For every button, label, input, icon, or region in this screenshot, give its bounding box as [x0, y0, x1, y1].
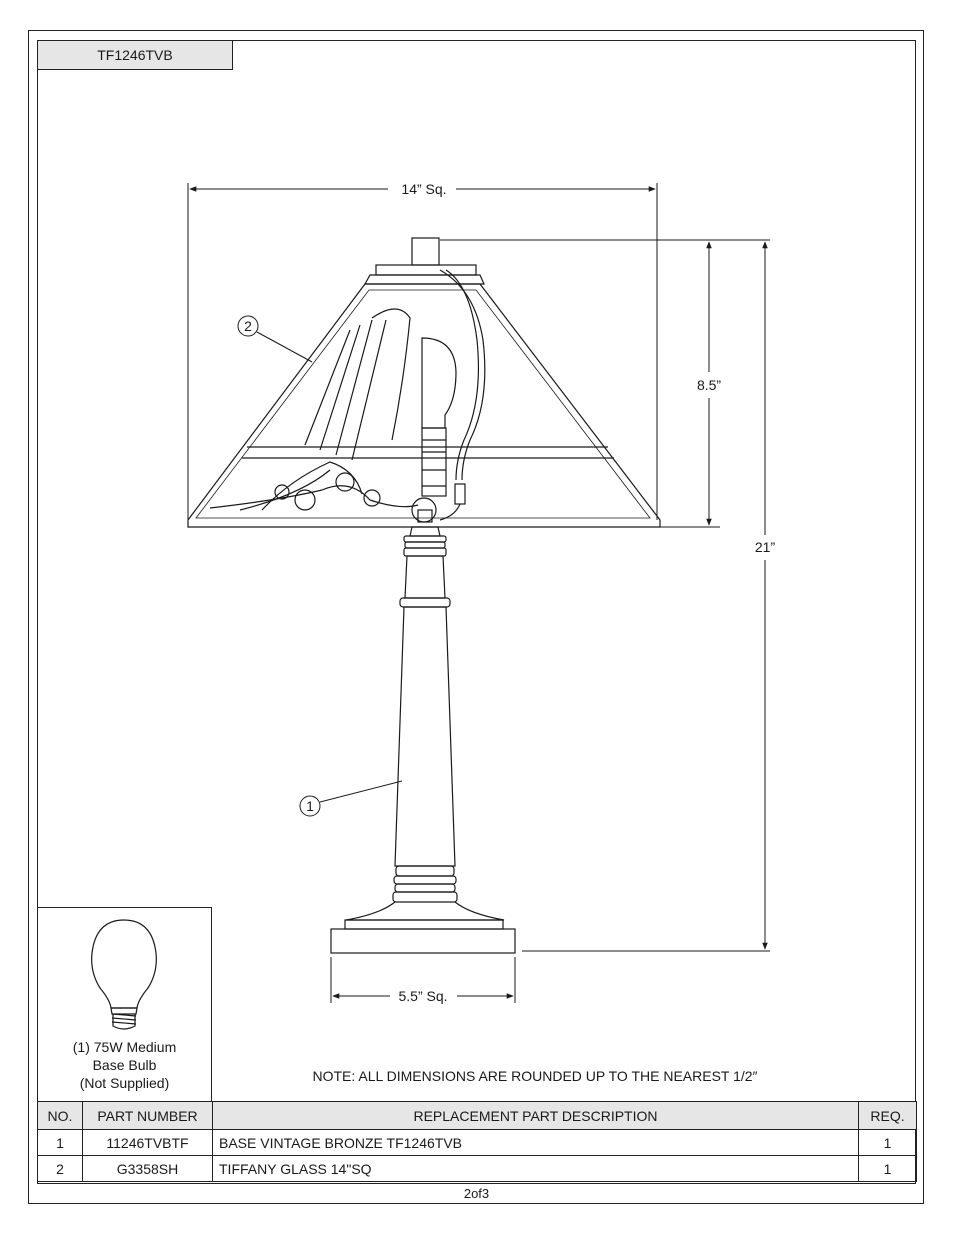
- header-req: REQ.: [858, 1101, 917, 1130]
- table-header-row: NO. PART NUMBER REPLACEMENT PART DESCRIP…: [37, 1101, 917, 1130]
- callout-base-number: 1: [306, 798, 314, 814]
- page-number: 2of3: [463, 1186, 490, 1201]
- header-part-number: PART NUMBER: [82, 1101, 213, 1130]
- row-part-number: G3358SH: [82, 1155, 213, 1182]
- dimension-note: NOTE: ALL DIMENSIONS ARE ROUNDED UP TO T…: [312, 1068, 758, 1084]
- callout-shade-number: 2: [244, 318, 252, 334]
- row-description: TIFFANY GLASS 14"SQ: [212, 1155, 859, 1182]
- row-req: 1: [858, 1155, 917, 1182]
- row-part-number: 11246TVBTF: [82, 1129, 213, 1156]
- shade-height-dimension: 8.5”: [697, 377, 721, 393]
- table-row: 2 G3358SH TIFFANY GLASS 14"SQ 1: [37, 1155, 917, 1182]
- row-description: BASE VINTAGE BRONZE TF1246TVB: [212, 1129, 859, 1156]
- base-width-dimension: 5.5” Sq.: [398, 988, 447, 1004]
- row-no: 2: [37, 1155, 83, 1182]
- replacement-parts-table: NO. PART NUMBER REPLACEMENT PART DESCRIP…: [37, 1101, 917, 1182]
- model-number-label: TF1246TVB: [37, 40, 233, 70]
- row-req: 1: [858, 1129, 917, 1156]
- shade-width-dimension: 14” Sq.: [401, 181, 446, 197]
- page-border: [28, 30, 924, 1204]
- lamp-shade: [187, 237, 661, 528]
- bulb-line-2: Base Bulb: [92, 1057, 157, 1073]
- lamp-base: [330, 526, 516, 954]
- light-bulb-icon: [91, 919, 157, 1030]
- drawing-frame: [37, 40, 916, 1184]
- bulb-info-box: (1) 75W Medium Base Bulb (Not Supplied): [37, 907, 212, 1102]
- bulb-line-1: (1) 75W Medium: [72, 1039, 177, 1055]
- header-no: NO.: [37, 1101, 83, 1130]
- table-row: 1 11246TVBTF BASE VINTAGE BRONZE TF1246T…: [37, 1129, 917, 1156]
- header-description: REPLACEMENT PART DESCRIPTION: [212, 1101, 859, 1130]
- bulb-line-3: (Not Supplied): [79, 1075, 170, 1091]
- overall-height-dimension: 21”: [755, 539, 776, 555]
- row-no: 1: [37, 1129, 83, 1156]
- bulb-description: (1) 75W Medium Base Bulb (Not Supplied): [38, 1038, 211, 1092]
